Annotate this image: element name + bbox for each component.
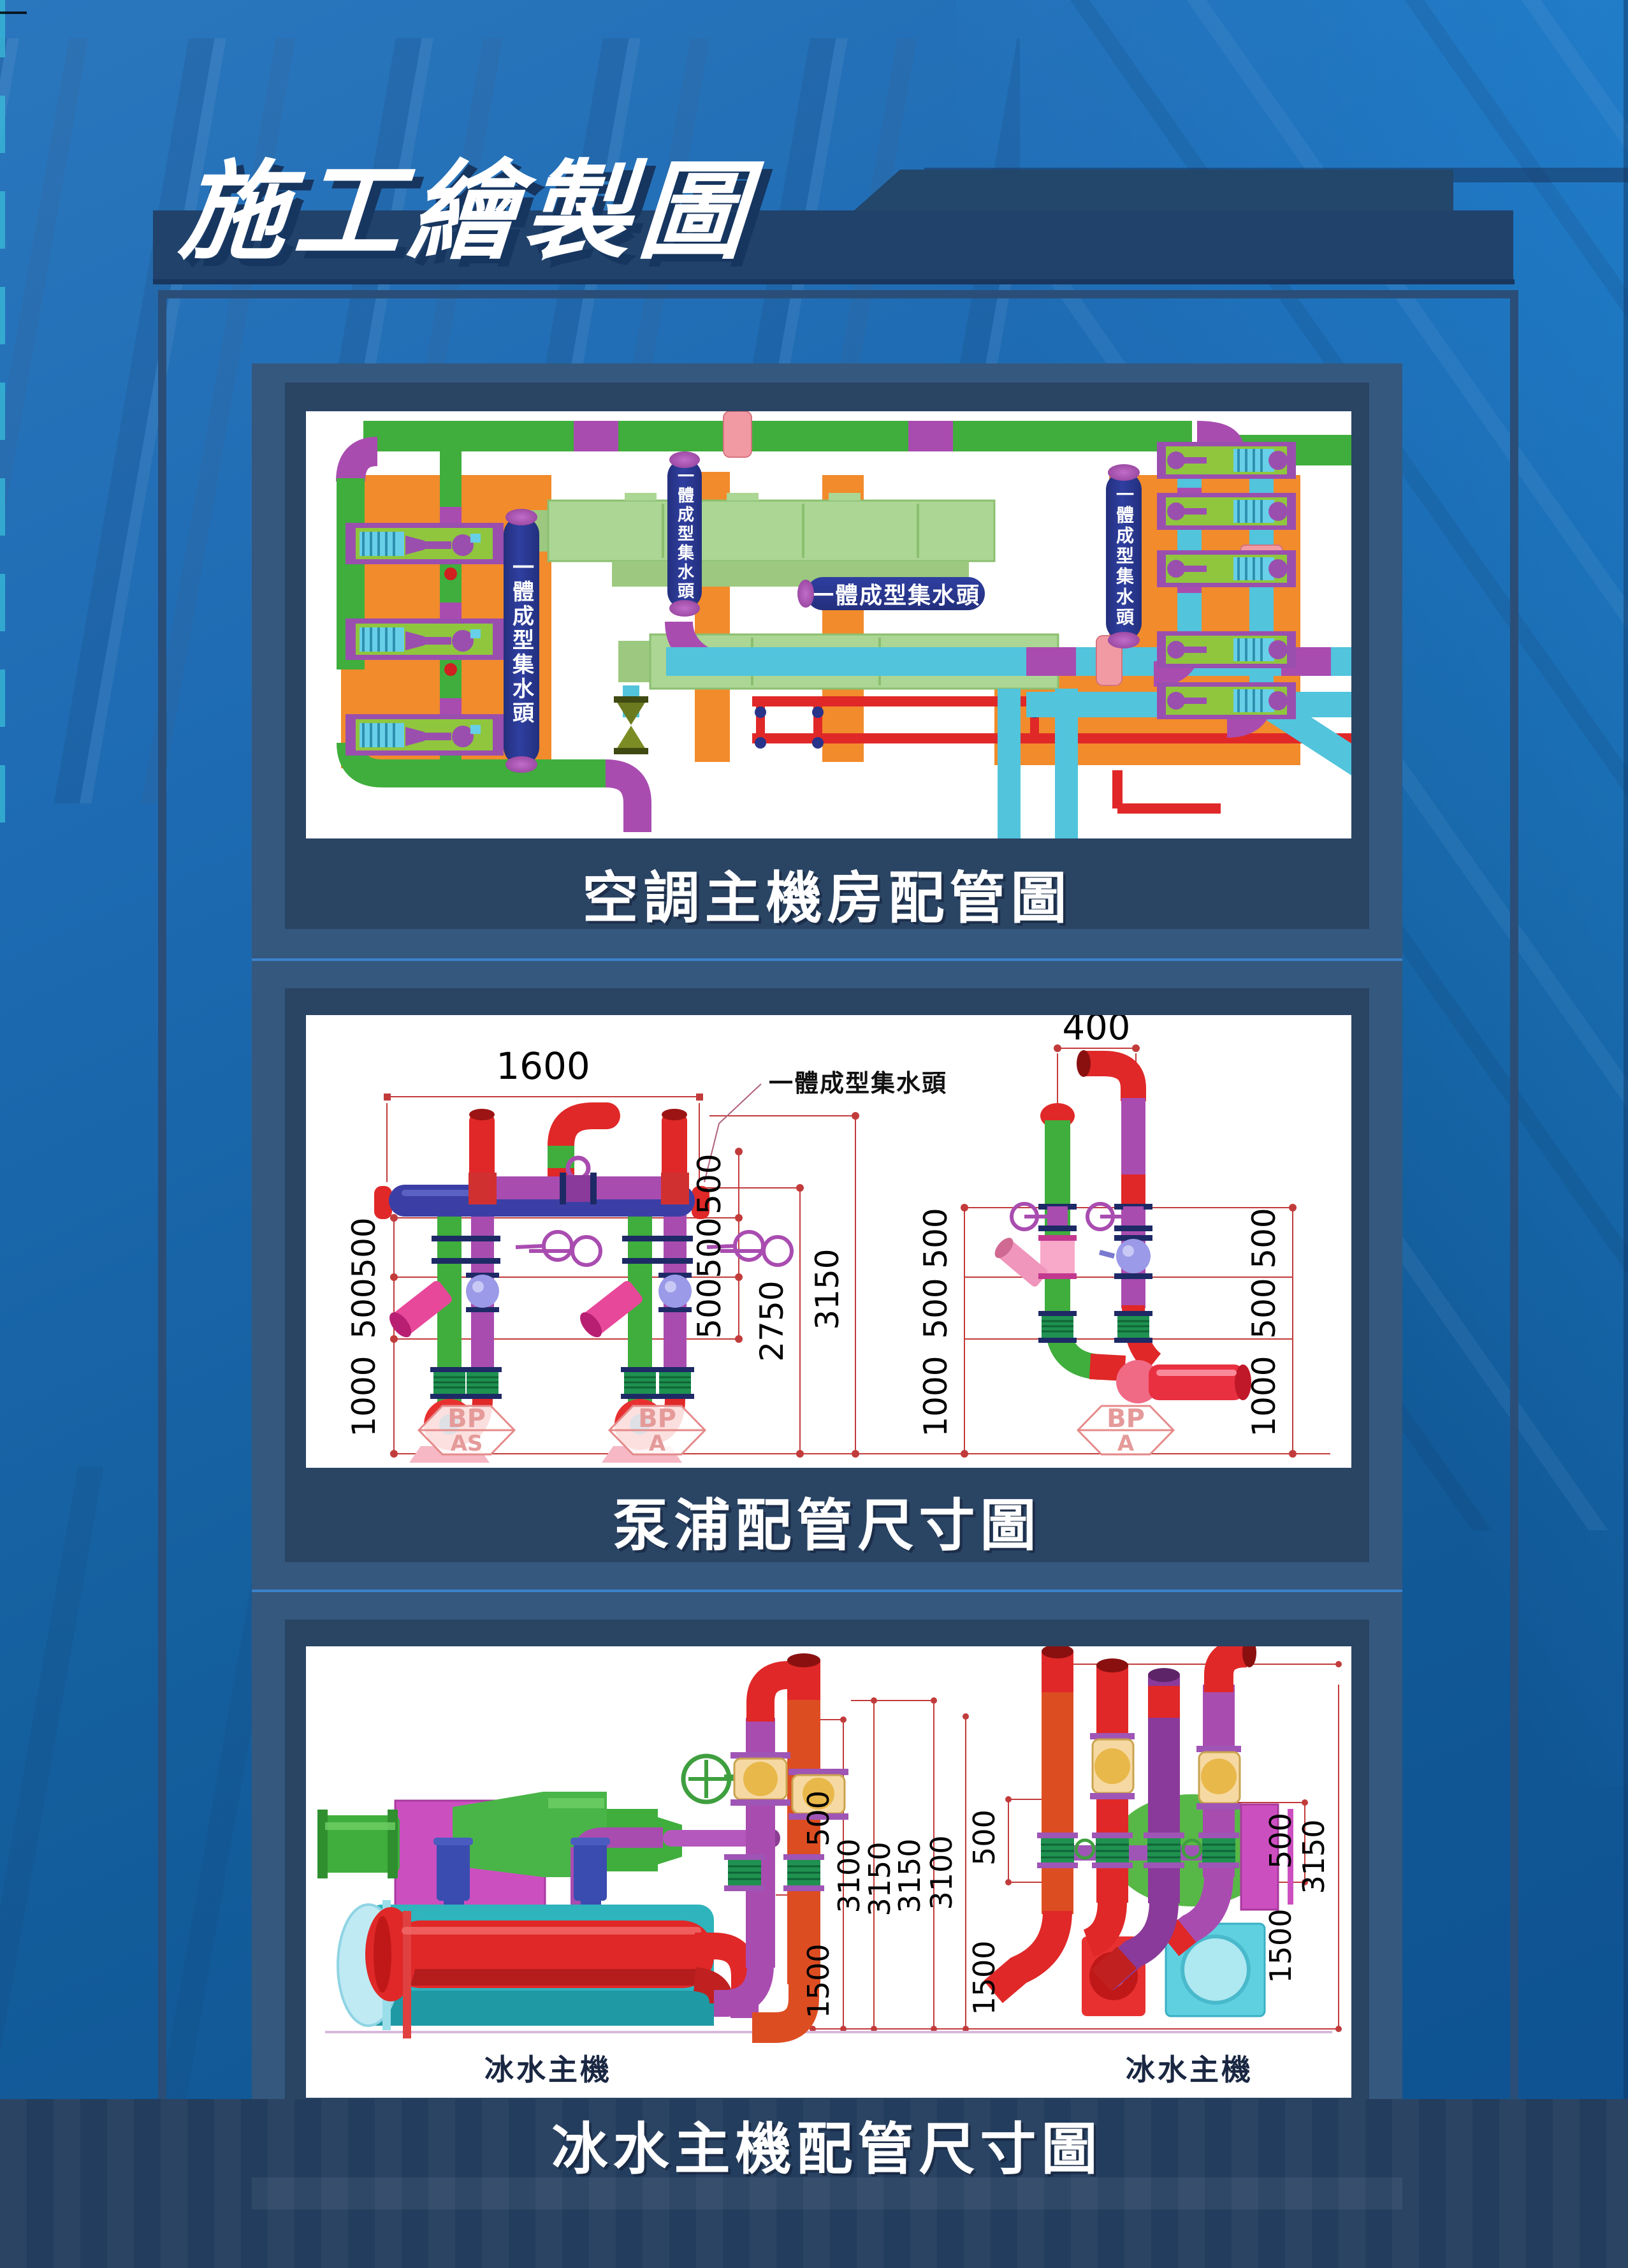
dim-1600: 1600 (496, 1044, 590, 1088)
title-band (153, 210, 1513, 279)
dim-2750: 2750 (753, 1280, 790, 1361)
dim-500-r1: 500 (917, 1208, 954, 1268)
right-edge-line (1624, 0, 1628, 2268)
p3-dim-500-r: 500 (1263, 1813, 1298, 1869)
panel-seam-1 (252, 958, 1402, 961)
dim-500-m3: 500 (691, 1278, 728, 1338)
bottom-band-highlight (252, 2177, 1402, 2209)
p3-dim-3150-l: 3150 (862, 1841, 897, 1916)
dim-500-rr1: 500 (1246, 1208, 1283, 1268)
p3-dim-3150-r: 3150 (1297, 1819, 1331, 1894)
p3-dim-1500-l: 1500 (801, 1943, 836, 2018)
dim-3150: 3150 (809, 1248, 846, 1329)
corner-artifact (0, 11, 27, 14)
panel2-caption: 泵浦配管尺寸圖 (613, 1493, 1042, 1558)
left-edge-accent (0, 0, 5, 829)
bottom-band (0, 2099, 1628, 2268)
header-label-1: 一體成型集水頭 (504, 509, 539, 773)
machine-room-piping-svg (336, 411, 1351, 838)
pump-tag-as: AS (451, 1431, 483, 1456)
p3-dim-1500-r: 1500 (1263, 1908, 1298, 1983)
dim-1000-r: 1000 (917, 1356, 954, 1437)
dim-500-l1: 500 (345, 1217, 382, 1278)
dim-1000-rr: 1000 (1246, 1356, 1283, 1437)
p3-dim-3100-m: 3100 (924, 1835, 959, 1910)
dim-1000-l: 1000 (345, 1356, 382, 1437)
panel2-callout: 一體成型集水頭 (769, 1069, 948, 1097)
pump-tag-bp2: BP (638, 1404, 676, 1433)
pump-piping-svg: BP AS BP A BP A (345, 1015, 1330, 1463)
page-title: 施工繪製圖 (175, 149, 759, 274)
dim-500-m2: 500 (691, 1217, 728, 1278)
pump-tag-bp3: BP (1107, 1404, 1145, 1433)
header-label-2: 一體成型集水頭 (667, 451, 702, 617)
machine-label-left: 冰水主機 (484, 2052, 612, 2087)
dim-500-l2: 500 (345, 1278, 382, 1338)
panel-seam-2 (252, 1590, 1402, 1592)
p3-dim-1500-m: 1500 (967, 1940, 1001, 2015)
machine-label-right: 冰水主機 (1126, 2052, 1253, 2087)
dim-500-rr2: 500 (1246, 1278, 1283, 1338)
dim-500-r2: 500 (917, 1278, 954, 1338)
p3-dim-500-m: 500 (967, 1810, 1001, 1866)
dim-400: 400 (1063, 1015, 1131, 1048)
p3-dim-3100-l: 3100 (832, 1838, 866, 1913)
panel3-caption: 冰水主機配管尺寸圖 (551, 2116, 1103, 2182)
pump-tag-a1: A (649, 1431, 666, 1456)
title-band-underline (153, 279, 1515, 284)
panel1-caption: 空調主機房配管圖 (582, 865, 1072, 931)
p3-dim-3150-m: 3150 (892, 1838, 927, 1913)
dim-500-m1: 500 (691, 1153, 728, 1214)
p3-dim-500-l: 500 (801, 1790, 836, 1847)
pump-tag-a2: A (1117, 1431, 1135, 1456)
header-label-4: 一體成型集水頭 (797, 577, 985, 610)
title-band-upper (854, 170, 1453, 210)
pump-tag-bp1: BP (447, 1404, 486, 1433)
chiller-piping-svg: 500 3100 3150 1500 3150 3100 500 1500 50… (317, 1646, 1342, 2043)
panel3-diagram: 500 3100 3150 1500 3150 3100 500 1500 50… (306, 1646, 1351, 2098)
panel2-diagram: BP AS BP A BP A (306, 1015, 1351, 1468)
panel1-diagram: 一體成型集水頭 一體成型集水頭 一體成型集水頭 一體成型集水頭 (306, 411, 1351, 838)
bottom-band-texture (0, 2099, 1628, 2268)
header-label-3: 一體成型集水頭 (1106, 464, 1142, 648)
